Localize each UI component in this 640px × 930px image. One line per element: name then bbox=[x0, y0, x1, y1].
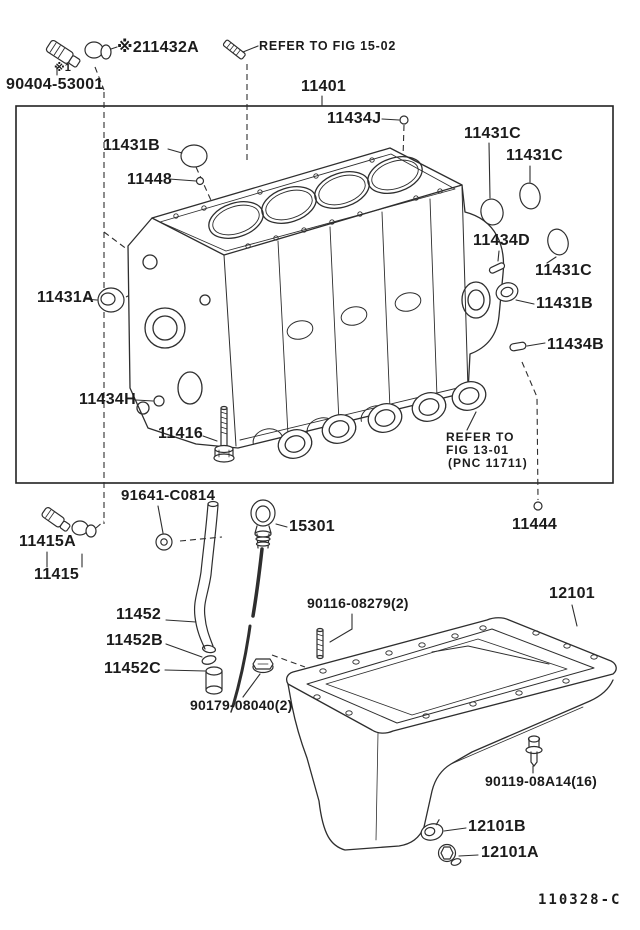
part-label-90404-53001: 90404-53001 bbox=[6, 76, 104, 93]
drain-plug-12101A bbox=[437, 843, 462, 866]
plug-11431C-a bbox=[480, 198, 504, 226]
part-label-11401: 11401 bbox=[301, 78, 347, 95]
footnote-marker-1: ※1 bbox=[54, 62, 71, 74]
bolt-90119 bbox=[525, 735, 543, 767]
part-label-11415: 11415 bbox=[34, 566, 80, 583]
oil-pan-drawing bbox=[286, 617, 617, 851]
stud-15-02 bbox=[222, 39, 246, 60]
part-label-90179-08040: 90179-08040(2) bbox=[190, 697, 293, 713]
part-label-12101A: 12101A bbox=[481, 844, 539, 861]
nut-90179 bbox=[252, 658, 274, 674]
bearing-shells bbox=[277, 381, 487, 459]
plug-11431C-c bbox=[547, 228, 569, 256]
spacer-11452C bbox=[205, 666, 223, 695]
pin-11434J bbox=[399, 115, 409, 125]
part-label-11431A: 11431A bbox=[37, 289, 94, 306]
pin-11448 bbox=[195, 176, 205, 186]
main-border-box bbox=[15, 105, 614, 484]
small-parts bbox=[41, 39, 569, 866]
part-label-11431B-b: 11431B bbox=[536, 295, 593, 312]
part-label-11448: 11448 bbox=[127, 171, 173, 188]
part-label-11415A: 11415A bbox=[19, 533, 76, 550]
sensor-11415A-1 bbox=[41, 507, 71, 532]
part-label-11434B: 11434B bbox=[547, 336, 604, 353]
part-label-11434H: 11434H bbox=[79, 391, 136, 408]
grommet-12101B bbox=[420, 819, 444, 841]
part-label-90116-08279: 90116-08279(2) bbox=[307, 595, 409, 611]
bolt-11416 bbox=[213, 405, 235, 463]
refer-fig-15-02-note: REFER TO FIG 15-02 bbox=[259, 39, 397, 53]
plug-11431B-a bbox=[180, 144, 208, 168]
part-label-91641-C0814: 91641-C0814 bbox=[121, 487, 216, 504]
ring-11431B-b bbox=[495, 282, 519, 302]
part-label-11452: 11452 bbox=[116, 606, 162, 623]
part-label-11431C-b: 11431C bbox=[506, 147, 563, 164]
part-label-11452C: 11452C bbox=[104, 660, 161, 677]
refer-fig-13-01-line1: REFER TO bbox=[446, 430, 515, 444]
refer-fig-13-01-line3: (PNC 11711) bbox=[448, 456, 528, 470]
part-label-11431B-a: 11431B bbox=[103, 137, 160, 154]
part-label-11434J: 11434J bbox=[327, 110, 382, 127]
engine-block-drawing bbox=[127, 147, 505, 449]
plug-11431C-b bbox=[519, 182, 541, 210]
oil-level-gage-guide-11452 bbox=[193, 500, 219, 654]
sensor-90404 bbox=[45, 39, 81, 68]
sensor-11415A-2 bbox=[71, 520, 97, 538]
gasket-11452B bbox=[201, 655, 217, 665]
part-label-12101B: 12101B bbox=[468, 818, 526, 835]
part-label-11434D: 11434D bbox=[473, 232, 530, 249]
pin-11444 bbox=[533, 501, 543, 511]
part-label-11431C-c: 11431C bbox=[535, 262, 592, 279]
part-label-11452B: 11452B bbox=[106, 632, 163, 649]
plug-11432A bbox=[84, 41, 104, 59]
part-label-11431C-a: 11431C bbox=[464, 125, 521, 142]
part-label-11416: 11416 bbox=[158, 425, 204, 442]
part-label-12101: 12101 bbox=[549, 585, 595, 602]
part-label-90119-08A14: 90119-08A14(16) bbox=[485, 773, 597, 789]
leader-lines bbox=[46, 45, 578, 857]
part-label-11432A: ※211432A bbox=[117, 39, 200, 56]
refer-fig-13-01-line2: FIG 13-01 bbox=[446, 443, 510, 457]
part-label-11444: 11444 bbox=[512, 516, 558, 533]
figure-code: 110328-C bbox=[538, 892, 622, 908]
dipstick-15301 bbox=[230, 499, 276, 713]
pin-11434H bbox=[153, 395, 165, 407]
pin-11434D bbox=[488, 262, 506, 274]
stud-90116 bbox=[316, 627, 324, 660]
pin-11434B bbox=[509, 341, 527, 352]
part-label-15301: 15301 bbox=[289, 518, 335, 535]
